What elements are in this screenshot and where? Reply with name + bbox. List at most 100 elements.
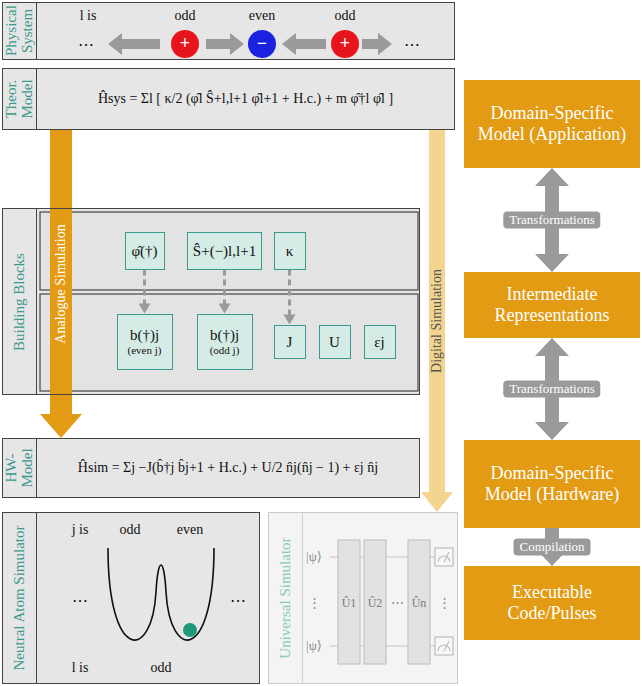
connector-shaft bbox=[143, 270, 146, 305]
text-wrap: κ bbox=[286, 242, 294, 260]
text-wrap: Domain-Specific Model (Hardware) bbox=[472, 463, 632, 504]
side-strip: Universal Simulator bbox=[269, 513, 303, 683]
block-label: κ bbox=[286, 242, 294, 260]
figure-label: |ψ⟩ bbox=[306, 638, 322, 654]
block-note: (even j) bbox=[128, 344, 162, 356]
section-panel: HW-Model Ĥsim = Σj −J(b̂†j b̂j+1 + H.c.) … bbox=[2, 438, 420, 498]
text-wrap: φ̂(†) bbox=[131, 242, 157, 260]
figure-label: l is bbox=[72, 660, 89, 676]
text-wrap: J bbox=[287, 333, 293, 351]
figure-label: ⋯ bbox=[230, 591, 246, 610]
figure-label: ⋯ bbox=[72, 591, 88, 610]
arrow-head bbox=[535, 168, 569, 186]
figure-label: Û2 bbox=[368, 596, 383, 611]
formula: Ĥsys = Σl [ κ/2 (φ̂l Ŝ+l,l+1 φ̂l+1 + H.c… bbox=[98, 91, 393, 107]
building-block: Ŝ+(−)l,l+1 bbox=[187, 232, 262, 270]
connector-label: Transformations bbox=[503, 212, 600, 229]
block-label: φ̂(†) bbox=[131, 242, 157, 260]
panel-fill bbox=[2, 68, 455, 130]
connector-arrow bbox=[219, 270, 231, 314]
panel-fill bbox=[268, 512, 458, 684]
panel-body: Ĥsim = Σj −J(b̂†j b̂j+1 + H.c.) + U/2 n̂… bbox=[37, 439, 419, 497]
meter-needle bbox=[438, 641, 450, 651]
side-label: Universal Simulator bbox=[278, 516, 294, 680]
text-wrap: Domain-Specific Model (Application) bbox=[472, 103, 632, 144]
arrow-head bbox=[139, 304, 151, 314]
gate-box bbox=[338, 540, 360, 664]
circuit-gates bbox=[338, 540, 430, 664]
meter-needle bbox=[438, 552, 450, 562]
connector-label: Analogue Simulation bbox=[53, 221, 69, 346]
text-wrap: Ŝ+(−)l,l+1 bbox=[193, 242, 256, 260]
step-label: Executable Code/Pulses bbox=[472, 582, 632, 623]
text-wrap: U bbox=[329, 333, 340, 351]
section-panel: Theor. Model Ĥsys = Σl [ κ/2 (φ̂l Ŝ+l,l+1… bbox=[2, 68, 455, 130]
side-strip: HW-Model bbox=[3, 439, 37, 497]
figure-label: odd bbox=[151, 660, 172, 676]
gate-box bbox=[364, 540, 386, 664]
side-label: Building Blocks bbox=[12, 212, 28, 391]
positive-charge bbox=[331, 30, 359, 58]
formula: Ĥsim = Σj −J(b̂†j b̂j+1 + H.c.) + U/2 n̂… bbox=[78, 460, 378, 476]
building-block: φ̂(†) bbox=[125, 232, 165, 270]
connector-label: Compilation bbox=[514, 539, 591, 556]
figure-label: Û1 bbox=[342, 596, 357, 611]
block-label: Ŝ+(−)l,l+1 bbox=[193, 242, 256, 260]
sub-panel bbox=[40, 212, 418, 290]
measurement-meters bbox=[435, 548, 453, 655]
figure-label: + bbox=[340, 33, 350, 54]
figure-label: − bbox=[257, 33, 267, 54]
block-label: εj bbox=[374, 333, 384, 351]
sub-panel bbox=[40, 294, 418, 391]
block-label: J bbox=[287, 333, 293, 351]
arrow-head bbox=[421, 492, 453, 512]
side-label: HW-Model bbox=[4, 442, 36, 494]
arrow-head bbox=[535, 422, 569, 440]
block-arrow bbox=[362, 33, 392, 55]
figure-label: + bbox=[180, 33, 190, 54]
figure-label: Ûn bbox=[412, 596, 427, 611]
side-label: Neutral Atom Simulator bbox=[12, 516, 28, 680]
connector-shaft bbox=[288, 270, 291, 316]
panel-fill bbox=[2, 2, 455, 60]
figure-label: ⋯ bbox=[404, 35, 420, 54]
connector-arrow bbox=[139, 270, 151, 314]
meter-box bbox=[435, 548, 453, 566]
side-strip: Theor. Model bbox=[3, 69, 37, 129]
stage-box: Intermediate Representations bbox=[464, 272, 640, 338]
connector-arrow bbox=[284, 270, 296, 325]
figure-label: ⋮ bbox=[438, 595, 451, 611]
block-label: b(†)j bbox=[210, 326, 240, 344]
negative-charge bbox=[248, 30, 276, 58]
building-block: εj bbox=[364, 325, 396, 359]
side-strip: Physical System bbox=[3, 3, 37, 59]
building-block: b(†)j(odd j) bbox=[197, 314, 253, 370]
connector-shaft bbox=[223, 270, 226, 305]
positive-charge bbox=[171, 30, 199, 58]
text-wrap: b(†)j(odd j) bbox=[210, 326, 240, 356]
panel-fill bbox=[2, 438, 420, 498]
figure-label: even bbox=[249, 8, 275, 24]
arrow-head bbox=[535, 338, 569, 356]
step-label: Intermediate Representations bbox=[472, 284, 632, 325]
text-wrap: εj bbox=[374, 333, 384, 351]
figure-label: odd bbox=[335, 8, 356, 24]
arrow-head bbox=[219, 304, 231, 314]
connector-label: Digital Simulation bbox=[429, 266, 445, 376]
meter-box bbox=[435, 637, 453, 655]
connector-shaft bbox=[429, 130, 445, 493]
building-block: b(†)j(even j) bbox=[117, 314, 173, 370]
building-block: κ bbox=[274, 232, 306, 270]
section-panel: Universal Simulator bbox=[268, 512, 458, 684]
figure-label: |ψ⟩ bbox=[306, 549, 322, 565]
lattice-potential bbox=[108, 548, 214, 640]
block-arrow bbox=[206, 33, 244, 55]
block-arrow bbox=[282, 33, 326, 55]
gate-box bbox=[408, 540, 430, 664]
building-block: U bbox=[319, 325, 351, 359]
figure-label: odd bbox=[120, 522, 141, 538]
